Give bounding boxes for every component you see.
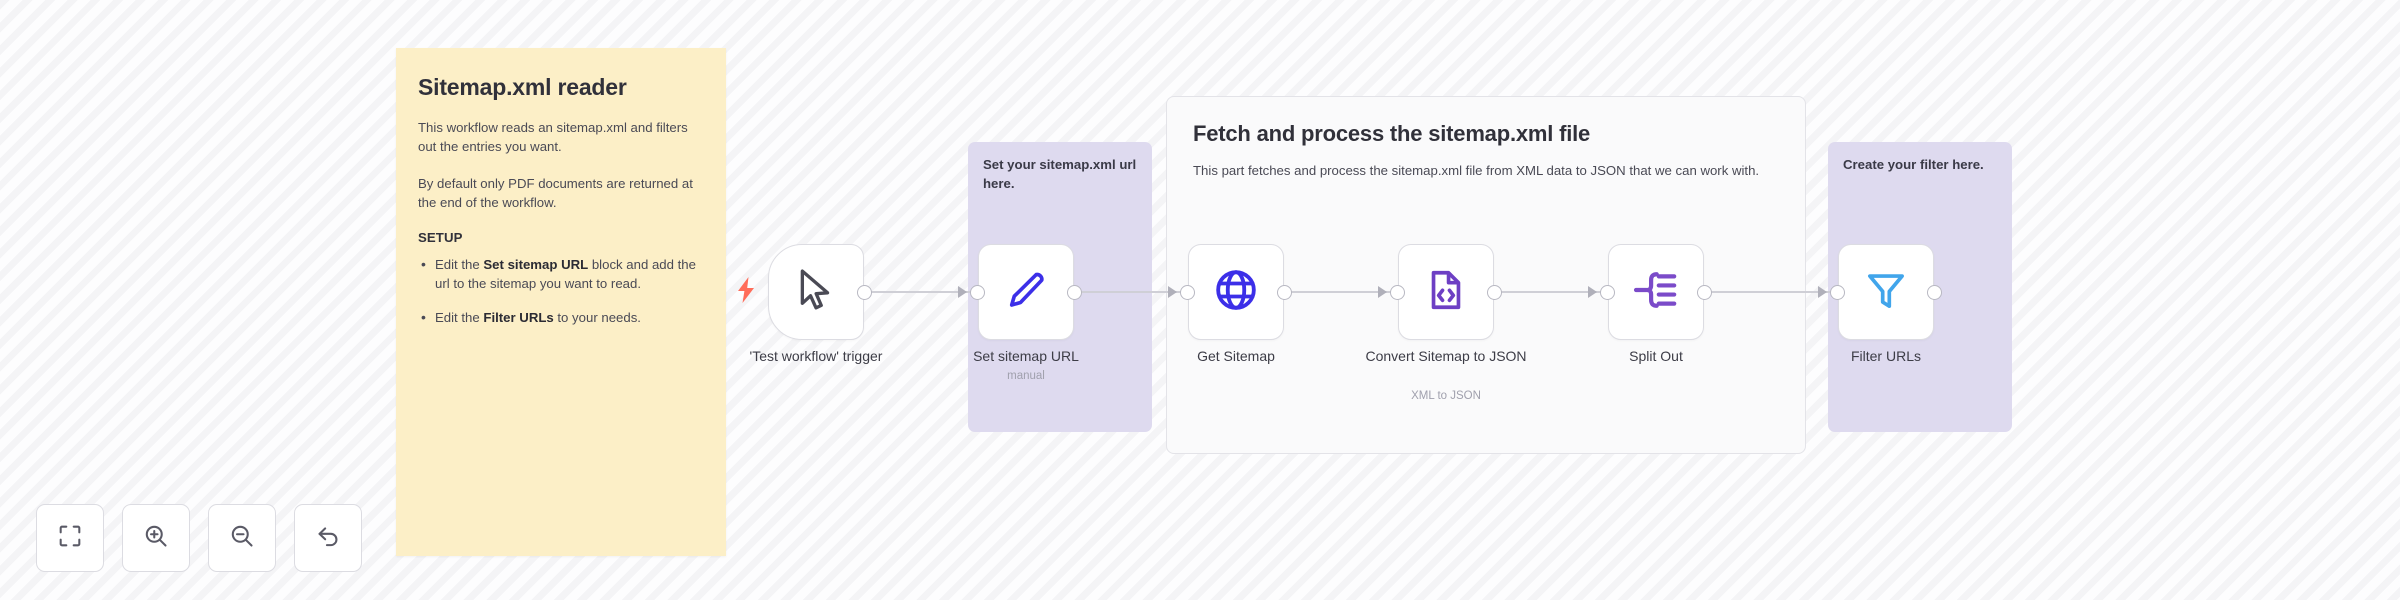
zoom-in-icon	[143, 523, 169, 554]
input-endpoint[interactable]	[970, 285, 985, 300]
node-body[interactable]	[978, 244, 1074, 340]
sticky-note-paragraph-1: This workflow reads an sitemap.xml and f…	[418, 120, 688, 155]
node-label: Get Sitemap	[1197, 348, 1275, 364]
node-body[interactable]	[1398, 244, 1494, 340]
connector-set-url-to-get-sitemap	[1074, 291, 1186, 293]
node-body[interactable]	[1188, 244, 1284, 340]
node-body[interactable]	[1608, 244, 1704, 340]
zoom-out-icon	[229, 523, 255, 554]
file-code-icon	[1424, 268, 1468, 317]
node-convert-sitemap-to-json[interactable]: Convert Sitemap to JSON XML to JSON	[1365, 244, 1527, 402]
sticky-note-setup-list: Edit the Set sitemap URL block and add t…	[418, 254, 704, 329]
bullet-suffix: to your needs.	[553, 310, 641, 326]
bullet-prefix: Edit the	[435, 256, 484, 272]
node-split-out[interactable]: Split Out	[1588, 244, 1712, 364]
node-label: 'Test workflow' trigger	[749, 348, 883, 364]
output-endpoint[interactable]	[1927, 285, 1942, 300]
input-arrowhead	[1378, 286, 1387, 298]
node-sublabel: XML to JSON	[1411, 390, 1481, 402]
fetch-panel-title: Fetch and process the sitemap.xml file	[1193, 121, 1591, 146]
lightning-bolt-icon	[736, 277, 756, 308]
node-label: Set sitemap URL	[973, 348, 1079, 364]
output-endpoint[interactable]	[1487, 285, 1502, 300]
node-label: Convert Sitemap to JSON	[1365, 348, 1527, 364]
bullet-bold: Filter URLs	[483, 310, 554, 326]
sticky-note-title: Sitemap.xml reader	[418, 74, 627, 100]
sticky-note-overview[interactable]: Sitemap.xml reader This workflow reads a…	[396, 48, 726, 556]
node-filter-urls[interactable]: Filter URLs	[1818, 244, 1942, 364]
node-get-sitemap[interactable]: Get Sitemap	[1168, 244, 1292, 364]
node-label: Split Out	[1629, 348, 1683, 364]
output-endpoint[interactable]	[1277, 285, 1292, 300]
output-endpoint[interactable]	[1697, 285, 1712, 300]
output-endpoint[interactable]	[1067, 285, 1082, 300]
bullet-prefix: Edit the	[435, 310, 484, 326]
input-arrowhead	[1168, 286, 1177, 298]
setup-list-item: Edit the Set sitemap URL block and add t…	[418, 254, 704, 294]
zoom-in-button[interactable]	[122, 504, 190, 572]
canvas-toolbar	[36, 504, 362, 572]
connector-convert-to-split-out	[1494, 291, 1606, 293]
node-body[interactable]	[768, 244, 864, 340]
connector-trigger-to-set-url	[864, 291, 976, 293]
node-set-sitemap-url[interactable]: Set sitemap URL manual	[958, 244, 1082, 382]
connector-split-out-to-filter	[1704, 291, 1836, 293]
undo-arrow-icon	[315, 523, 341, 554]
sticky-note-filter-text: Create your filter here.	[1843, 157, 1984, 172]
fetch-panel-paragraph: This part fetches and process the sitema…	[1193, 163, 1760, 178]
sticky-note-set-url-text: Set your sitemap.xml url here.	[983, 157, 1137, 191]
bullet-bold: Set sitemap URL	[483, 256, 589, 272]
fit-to-view-button[interactable]	[36, 504, 104, 572]
globe-icon	[1213, 267, 1259, 318]
input-arrowhead	[958, 286, 967, 298]
input-arrowhead	[1818, 286, 1827, 298]
zoom-out-button[interactable]	[208, 504, 276, 572]
input-arrowhead	[1588, 286, 1597, 298]
sticky-note-setup-heading: SETUP	[418, 229, 463, 245]
sticky-note-paragraph-2: By default only PDF documents are return…	[418, 175, 693, 211]
input-endpoint[interactable]	[1830, 285, 1845, 300]
connector-get-sitemap-to-convert	[1284, 291, 1396, 293]
input-endpoint[interactable]	[1180, 285, 1195, 300]
node-test-workflow-trigger[interactable]: 'Test workflow' trigger	[750, 244, 882, 364]
setup-list-item: Edit the Filter URLs to your needs.	[418, 307, 704, 328]
pencil-icon	[1004, 268, 1048, 317]
funnel-icon	[1864, 268, 1908, 317]
cursor-icon	[795, 267, 837, 318]
fit-view-icon	[57, 523, 83, 554]
node-body[interactable]	[1838, 244, 1934, 340]
input-endpoint[interactable]	[1600, 285, 1615, 300]
split-out-icon	[1633, 269, 1679, 316]
input-endpoint[interactable]	[1390, 285, 1405, 300]
node-sublabel: manual	[1007, 370, 1045, 382]
reset-zoom-button[interactable]	[294, 504, 362, 572]
bullet-suffix: block and add the url to the sitemap you…	[435, 256, 696, 292]
output-endpoint[interactable]	[857, 285, 872, 300]
node-label: Filter URLs	[1850, 348, 1921, 364]
